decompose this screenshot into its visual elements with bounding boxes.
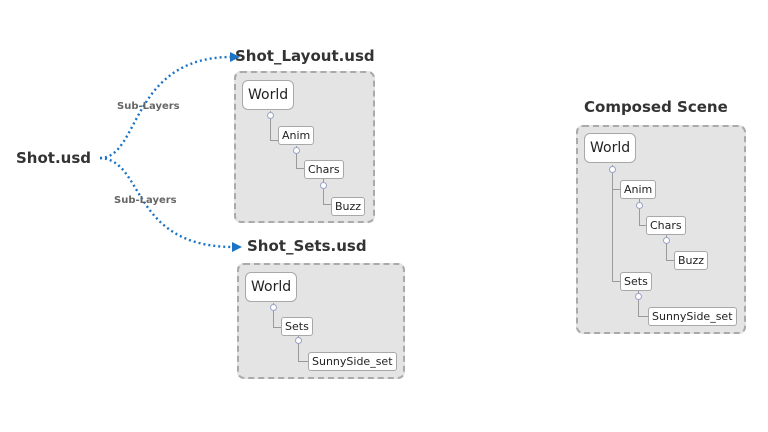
tree-node-buzz: Buzz — [674, 251, 709, 270]
circle-minus-icon — [295, 337, 302, 344]
connector-to-shot-sets — [99, 156, 233, 249]
tree-line — [639, 199, 640, 225]
tree-line — [638, 316, 648, 317]
tree-line — [296, 146, 297, 168]
tree-node-world: World — [242, 80, 295, 110]
root-layer-label: Shot.usd — [16, 149, 91, 167]
circle-minus-icon — [609, 166, 616, 173]
tree-node-world: World — [245, 272, 298, 302]
circle-minus-icon — [270, 304, 277, 311]
tree-line — [273, 327, 281, 328]
tree-line — [270, 140, 278, 141]
tree-node-chars: Chars — [304, 160, 344, 179]
edge-label-layout: Sub-Layers — [117, 101, 180, 112]
tree-line — [639, 225, 647, 226]
tree-line — [296, 168, 304, 169]
tree-line — [612, 189, 620, 190]
tree-line — [298, 333, 299, 361]
circle-minus-icon — [635, 293, 642, 300]
circle-minus-icon — [663, 237, 670, 244]
tree-line — [323, 177, 324, 204]
tree-node-world: World — [584, 133, 637, 163]
layer-title-shot-sets: Shot_Sets.usd — [247, 237, 367, 255]
tree-line — [666, 260, 674, 261]
circle-minus-icon — [267, 112, 274, 119]
tree-line — [273, 303, 274, 328]
tree-line — [666, 235, 667, 260]
tree-line — [612, 281, 620, 282]
arrowhead-layout — [230, 52, 240, 62]
layer-title-shot-layout: Shot_Layout.usd — [235, 47, 375, 65]
composed-panel: World Anim Chars Buzz Sets SunnySide_set — [576, 125, 746, 334]
tree-line — [298, 361, 308, 362]
circle-minus-icon — [293, 147, 300, 154]
tree-node-anim: Anim — [278, 126, 315, 145]
tree-node-sets: Sets — [620, 272, 652, 291]
tree-node-buzz: Buzz — [331, 197, 366, 216]
circle-minus-icon — [636, 202, 643, 209]
tree-node-anim: Anim — [620, 180, 657, 199]
tree-line — [270, 111, 271, 141]
tree-line — [638, 291, 639, 316]
tree-node-sets: Sets — [281, 317, 313, 336]
arrowhead-sets — [232, 242, 242, 252]
composed-title: Composed Scene — [584, 98, 728, 116]
tree-node-chars: Chars — [646, 216, 686, 235]
tree-line — [612, 165, 613, 281]
edge-label-sets: Sub-Layers — [114, 195, 177, 206]
tree-node-sunnyside-set: SunnySide_set — [308, 352, 397, 371]
circle-minus-icon — [320, 182, 327, 189]
layer-panel-shot-sets: World Sets SunnySide_set — [237, 263, 405, 379]
layer-panel-shot-layout: World Anim Chars Buzz — [234, 71, 375, 223]
tree-line — [323, 204, 331, 205]
tree-node-sunnyside-set: SunnySide_set — [648, 307, 737, 326]
